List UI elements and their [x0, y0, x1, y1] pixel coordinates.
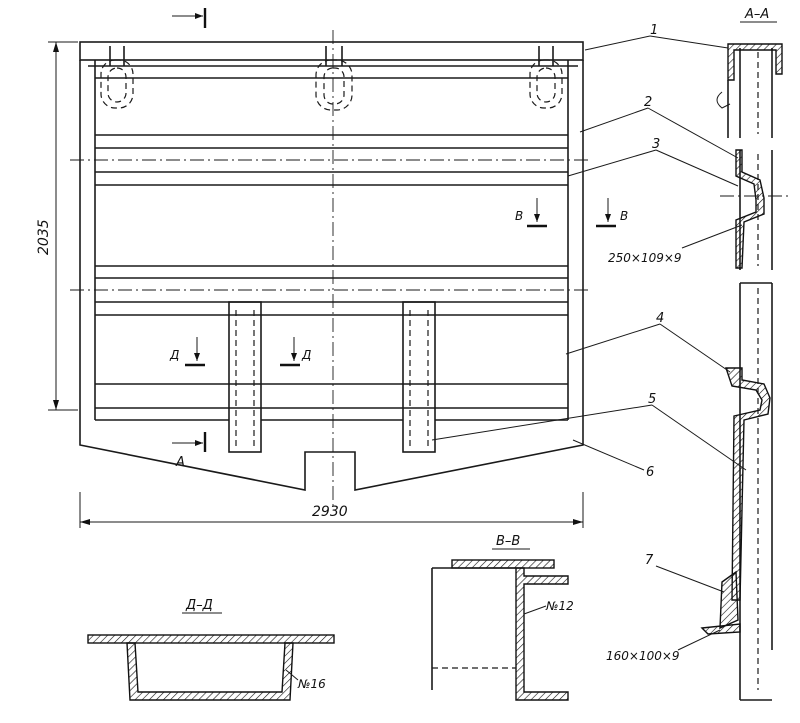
channel-16-label: №16 [297, 677, 326, 691]
section-vv-title: В–В [496, 534, 520, 549]
bottom-apron [79, 420, 584, 491]
section-marker-d-right: Д [280, 337, 311, 367]
section-vv: В–В №12 [431, 534, 574, 701]
callout-2: 2 [644, 95, 652, 110]
post-right [402, 301, 436, 453]
dim-height-label: 2035 [36, 219, 52, 255]
section-marker-a-top [172, 8, 207, 28]
section-dd: Д–Д №16 [87, 598, 335, 701]
size-lower-label: 160×100×9 [606, 649, 680, 663]
size-upper-label: 250×109×9 [608, 251, 682, 265]
section-aa-title: А–А [744, 7, 769, 22]
marker-v-right-label: В [620, 209, 628, 223]
front-view: А В В Д Д [36, 8, 628, 528]
section-marker-a-bottom: А [172, 432, 207, 470]
callout-7: 7 [645, 553, 654, 568]
post-left [228, 301, 262, 453]
channel-12-label: №12 [545, 599, 574, 613]
hinge-left [100, 46, 134, 109]
section-marker-v-left: В [515, 198, 547, 228]
marker-d-right-label: Д [301, 348, 311, 362]
callout-3: 3 [652, 137, 660, 152]
section-dd-title: Д–Д [185, 598, 213, 613]
section-aa: А–А [700, 7, 790, 701]
hinge-center [315, 46, 353, 111]
callout-1: 1 [650, 23, 658, 38]
hinge-right [529, 46, 563, 109]
dimension-width: 2930 [79, 492, 584, 528]
callout-4: 4 [656, 311, 664, 326]
marker-v-left-label: В [515, 209, 523, 223]
callout-5: 5 [648, 392, 656, 407]
marker-a-label: А [175, 455, 185, 470]
section-marker-v-right: В [596, 198, 628, 228]
marker-d-left-label: Д [169, 348, 179, 362]
dim-width-label: 2930 [312, 504, 348, 520]
section-marker-d-left: Д [169, 337, 205, 367]
callout-leaders [431, 35, 747, 651]
top-beam [79, 41, 584, 61]
dimension-height: 2035 [36, 41, 78, 411]
callout-6: 6 [646, 465, 654, 480]
